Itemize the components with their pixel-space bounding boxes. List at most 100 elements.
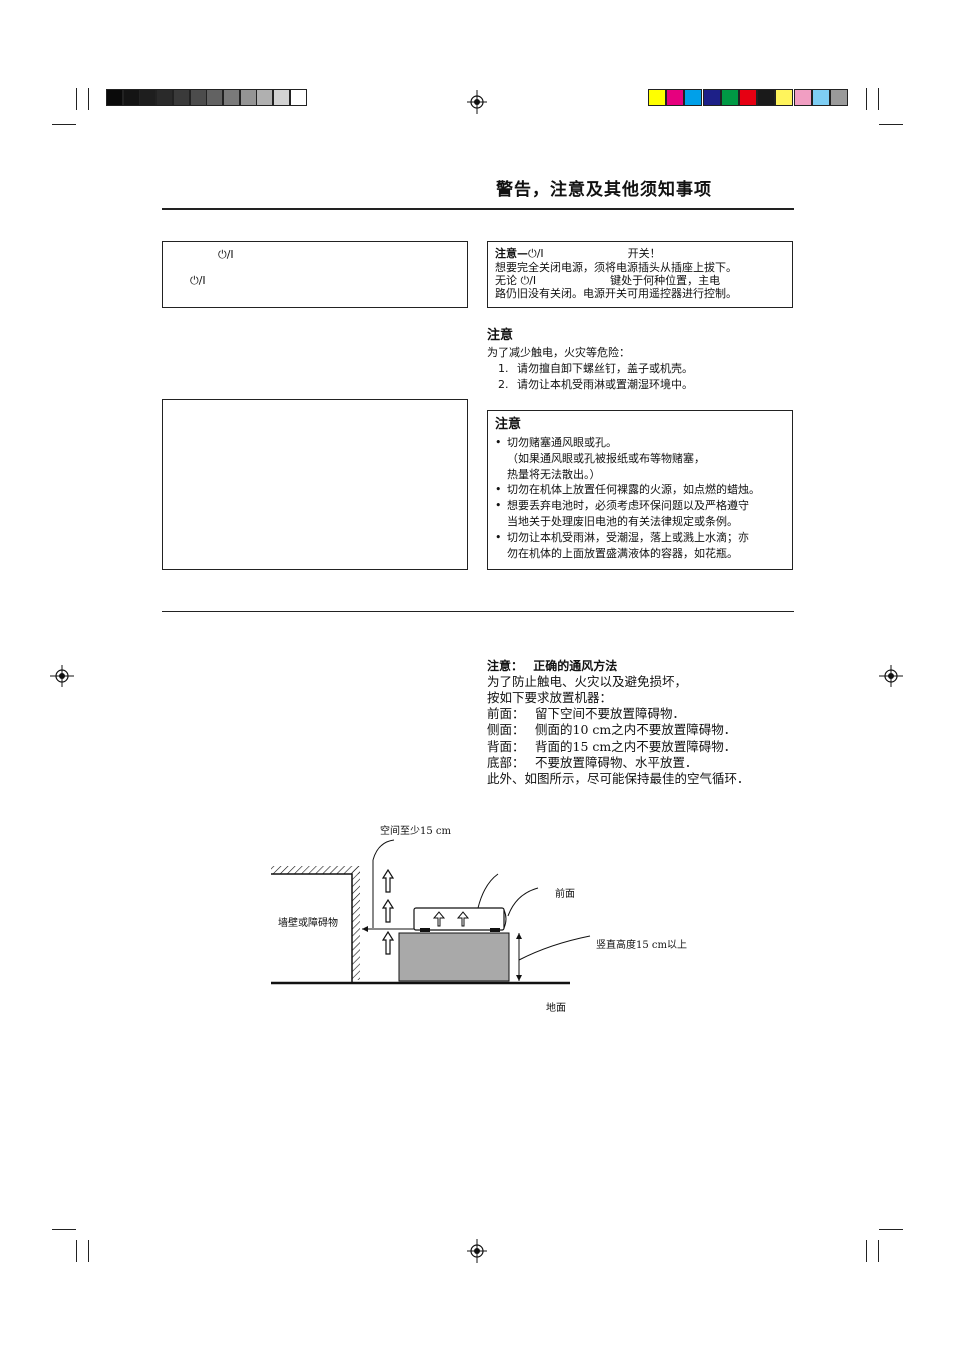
ventilation-row-text: 背面的15 cm之内不要放置障碍物． [535,738,737,754]
diagram-label-floor: 地面 [546,1003,566,1014]
gray-swatch [122,89,140,106]
list-item: 2. 请勿让本机受雨淋或置潮湿环境中。 [498,378,693,391]
crop-mark [879,124,903,125]
color-swatch [811,89,830,106]
airflow-arrows-icon [381,868,395,955]
list-item-line: 切勿在机体上放置任何裸露的火源，如点燃的蜡烛。 [507,483,760,497]
color-swatch [739,89,757,106]
list-item-text: 请勿让本机受雨淋或置潮湿环境中。 [517,378,693,391]
caution-power-line2-prefix: 无论 [495,274,517,287]
list-item: 切勿让本机受雨淋，受潮湿，落上或溅上水滴；亦勿在机体的上面放置盛满液体的容器，如… [495,530,787,562]
ventilation-row: 背面：背面的15 cm之内不要放置障碍物． [487,739,736,755]
color-swatch [720,89,739,106]
registration-mark-icon [50,665,74,687]
proper-ventilation-rows: 前面： 留下空间不要放置障碍物． 侧面： 侧面的10 cm之内不要放置障碍物．背面：背… [487,706,736,771]
ventilation-row-label: 侧面： [487,722,525,738]
list-item-line: 热量将无法散出。） [507,467,601,481]
list-item: 切勿赌塞通风眼或孔。 （如果通风眼或孔被报纸或布等物赌塞， 热量将无法散出。） [495,435,787,482]
ventilation-row-text: 留下空间不要放置障碍物． [535,706,686,721]
gray-swatch [156,89,174,106]
crop-mark [88,88,89,110]
list-item-line: 当地关于处理废旧电池的有关法律规定或条例。 [507,514,738,528]
gray-swatch [256,89,274,106]
list-item: 切勿在机体上放置任何裸露的火源，如点燃的蜡烛。 [495,482,787,498]
ventilation-row: 侧面： 侧面的10 cm之内不要放置障碍物． [487,722,736,738]
diagram-label-height: 竖直高度15 cm以上 [596,940,687,951]
left-info-box-middle [162,399,468,570]
crop-mark [866,88,867,110]
crop-mark [52,124,76,125]
diagram-label-front: 前面 [555,889,575,900]
list-item-number: 2. [498,378,509,391]
ventilation-row: 前面： 留下空间不要放置障碍物． [487,706,736,722]
ventilation-row-label: 前面： [487,706,525,721]
proper-ventilation-line1: 为了防止触电、火灾以及避免损坏， [487,674,688,689]
power-symbol: ⏻/I [218,248,234,261]
list-item-line: 勿在机体的上面放置盛满液体的容器，如花瓶。 [507,546,738,560]
list-item-number: 1. [498,362,509,375]
gray-swatch [206,89,224,106]
caution-power-line2-suffix: 键处于何种位置，主电 [610,274,721,287]
registration-mark-icon [467,90,487,114]
caution-power-heading-suffix: 开关！ [627,247,661,260]
proper-ventilation-heading: 正确的通风方法 [533,659,618,673]
proper-ventilation-prefix: 注意： [487,659,524,673]
caution-shock-intro: 为了减少触电，火灾等危险： [487,346,630,359]
gray-swatch [222,89,240,106]
gray-swatch [239,89,257,106]
caution-ventilation-box: 注意 切勿赌塞通风眼或孔。 （如果通风眼或孔被报纸或布等物赌塞， 热量将无法散出。）… [487,410,793,570]
color-swatch [648,89,666,106]
gray-swatch [139,89,157,106]
color-swatch [775,89,794,106]
ventilation-row-text: 不要放置障碍物、水平放置． [535,754,698,770]
list-item-line: 切勿赌塞通风眼或孔。 [507,436,617,449]
proper-ventilation-closing: 此外、如图所示，尽可能保持最佳的空气循环． [487,771,750,786]
diagram-label-wall: 墙壁或障碍物 [278,918,338,929]
crop-mark [878,88,879,110]
title-rule [162,208,794,210]
left-info-box-top: ⏻/I ⏻/I [162,241,468,308]
gray-swatch [189,89,207,106]
gray-swatch [106,89,123,106]
device-shape [413,907,507,932]
crop-mark [52,1229,76,1230]
ventilation-row-text: 侧面的10 cm之内不要放置障碍物． [535,722,737,738]
ventilation-row-label: 底部： [487,754,525,770]
list-item: 1. 请勿擅自卸下螺丝钉，盖子或机壳。 [498,362,693,375]
caution-shock-heading: 注意 [487,328,514,343]
ventilation-diagram [271,839,591,985]
power-symbol: ⏻/I [520,274,537,287]
gray-swatch [273,89,290,106]
page-title: 警告，注意及其他须知事项 [496,180,712,200]
section-rule [162,611,794,612]
color-swatch [684,89,703,106]
crop-mark [866,1240,867,1262]
stand-box [398,932,510,982]
list-item: 想要丢弃电池时，必须考虑环保问题以及严格遵守当地关于处理废旧电池的有关法律规定或… [495,498,787,530]
list-item-line: 想要丢弃电池时，必须考虑环保问题以及严格遵守 [507,499,749,513]
ventilation-row: 底部： 不要放置障碍物、水平放置． [487,755,736,771]
color-swatch [702,89,721,106]
color-swatch [666,89,685,106]
caution-power-heading: 注意— [495,247,528,260]
crop-mark [879,1229,903,1230]
registration-mark-icon [879,665,903,687]
crop-mark [878,1240,879,1262]
power-symbol: ⏻/I [190,274,206,287]
registration-mark-icon [467,1239,487,1263]
caution-power-line3: 路仍旧没有关闭。电源开关可用遥控器进行控制。 [495,287,737,300]
caution-ventilation-heading: 注意 [495,417,522,432]
caution-ventilation-list: 切勿赌塞通风眼或孔。 （如果通风眼或孔被报纸或布等物赌塞， 热量将无法散出。） 切勿在… [495,435,787,561]
list-item-line: （如果通风眼或孔被报纸或布等物赌塞， [507,451,705,465]
power-symbol: ⏻/I [528,247,544,260]
caution-power-line1: 想要完全关闭电源，须将电源插头从插座上拔下。 [495,261,737,274]
color-swatch [830,89,848,106]
list-item-text: 请勿擅自卸下螺丝钉，盖子或机壳。 [517,362,693,375]
gray-swatch [172,89,190,106]
crop-mark [76,88,77,110]
list-item-line: 切勿让本机受雨淋，受潮湿，落上或溅上水滴；亦 [507,530,749,544]
gray-swatch [289,89,307,106]
crop-mark [76,1240,77,1262]
caution-shock-list: 1. 请勿擅自卸下螺丝钉，盖子或机壳。 2. 请勿让本机受雨淋或置潮湿环境中。 [498,362,693,394]
color-swatch [793,89,812,106]
